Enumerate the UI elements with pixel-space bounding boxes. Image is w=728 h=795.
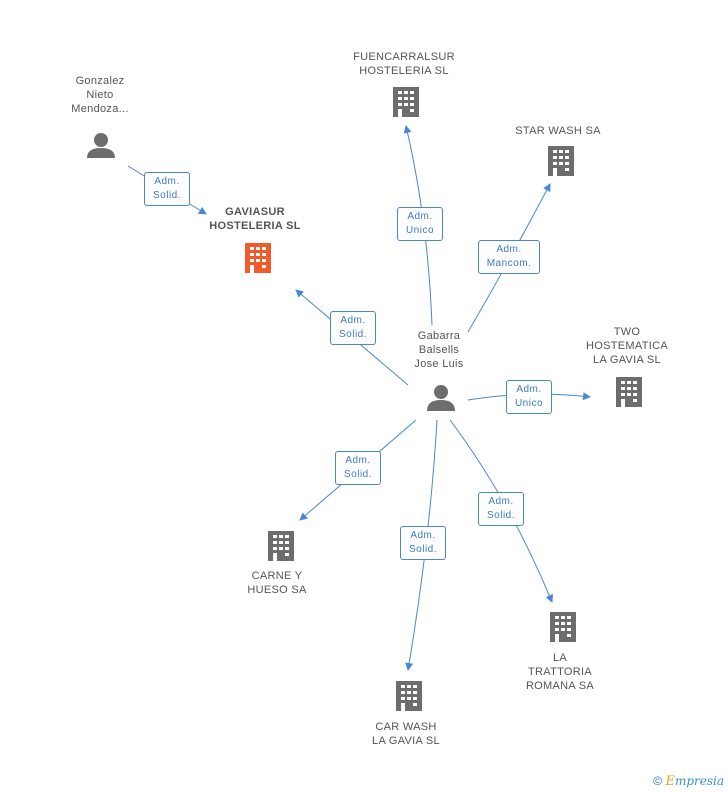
label-line: Gabarra bbox=[417, 330, 461, 342]
building-icon-gaviasur[interactable] bbox=[243, 241, 273, 275]
footer-brand: © Empresia bbox=[653, 774, 724, 789]
label-line: LA bbox=[552, 652, 568, 664]
brand-initial: E bbox=[665, 774, 675, 789]
relation-line: Mancom. bbox=[486, 258, 532, 269]
node-label-starwash[interactable]: STAR WASH SA bbox=[498, 124, 618, 138]
brand-name: mpresia bbox=[674, 774, 724, 788]
relation-line: Adm. bbox=[407, 211, 433, 222]
building-icon-carwash[interactable] bbox=[394, 679, 424, 713]
building-icon-carne[interactable] bbox=[266, 529, 296, 563]
label-line: HUESO SA bbox=[247, 584, 307, 596]
node-label-gabarra[interactable]: Gabarra Balsells Jose Luis bbox=[394, 329, 484, 371]
relation-box[interactable]: Adm. Solid. bbox=[335, 451, 381, 485]
relation-line: Solid. bbox=[152, 190, 181, 201]
relation-line: Solid. bbox=[343, 469, 372, 480]
node-label-gonzalez[interactable]: Gonzalez Nieto Mendoza... bbox=[55, 74, 145, 116]
building-icon-fuencarral[interactable] bbox=[391, 85, 421, 119]
label-line: Mendoza... bbox=[71, 103, 129, 115]
label-line: TWO bbox=[613, 326, 641, 338]
relation-box[interactable]: Adm. Unico bbox=[506, 380, 552, 414]
relation-line: Adm. bbox=[340, 315, 366, 326]
relation-line: Adm. bbox=[345, 455, 371, 466]
label-line: HOSTEMATICA bbox=[586, 340, 668, 352]
relation-box[interactable]: Adm. Solid. bbox=[144, 172, 190, 206]
label-line: TRATTORIA bbox=[527, 666, 593, 678]
relation-line: Solid. bbox=[338, 329, 367, 340]
node-label-carne[interactable]: CARNE Y HUESO SA bbox=[222, 569, 332, 597]
node-label-carwash[interactable]: CAR WASH LA GAVIA SL bbox=[351, 720, 461, 748]
building-icon-starwash[interactable] bbox=[546, 144, 576, 178]
label-line: Balsells bbox=[418, 344, 460, 356]
relation-line: Adm. bbox=[496, 244, 522, 255]
relation-line: Adm. bbox=[516, 384, 542, 395]
label-line: Jose Luis bbox=[414, 358, 464, 370]
label-line: HOSTELERIA SL bbox=[359, 65, 449, 77]
copyright-symbol: © bbox=[653, 774, 663, 788]
relation-box[interactable]: Adm. Solid. bbox=[330, 311, 376, 345]
relation-line: Adm. bbox=[488, 496, 514, 507]
relation-line: Solid. bbox=[486, 510, 515, 521]
relation-box[interactable]: Adm. Mancom. bbox=[478, 240, 540, 274]
node-label-gaviasur[interactable]: GAVIASUR HOSTELERIA SL bbox=[195, 205, 315, 233]
label-line: LA GAVIA SL bbox=[372, 735, 440, 747]
relation-line: Unico bbox=[405, 225, 435, 236]
relation-box[interactable]: Adm. Solid. bbox=[400, 526, 446, 560]
label-line: ROMANA SA bbox=[525, 680, 595, 692]
label-line: HOSTELERIA SL bbox=[209, 220, 301, 232]
node-label-two[interactable]: TWO HOSTEMATICA LA GAVIA SL bbox=[572, 325, 682, 367]
relation-box[interactable]: Adm. Solid. bbox=[478, 492, 524, 526]
relation-line: Adm. bbox=[154, 176, 180, 187]
label-line: Gonzalez bbox=[75, 75, 125, 87]
label-line: GAVIASUR bbox=[225, 206, 285, 218]
label-line: Nieto bbox=[86, 89, 114, 101]
building-icon-trattoria[interactable] bbox=[548, 610, 578, 644]
node-label-trattoria[interactable]: LA TRATTORIA ROMANA SA bbox=[505, 651, 615, 693]
label-line: STAR WASH SA bbox=[515, 125, 601, 137]
label-line: LA GAVIA SL bbox=[593, 354, 661, 366]
person-icon-gonzalez bbox=[87, 133, 115, 158]
label-line: CAR WASH bbox=[375, 721, 437, 733]
relation-box[interactable]: Adm. Unico bbox=[397, 207, 443, 241]
relation-line: Adm. bbox=[410, 530, 436, 541]
relation-line: Unico bbox=[514, 398, 544, 409]
label-line: FUENCARRALSUR bbox=[353, 51, 455, 63]
node-label-fuencarral[interactable]: FUENCARRALSUR HOSTELERIA SL bbox=[344, 50, 464, 78]
relation-line: Solid. bbox=[408, 544, 437, 555]
person-icon-gabarra bbox=[427, 385, 455, 411]
label-line: CARNE Y bbox=[251, 570, 303, 582]
building-icon-two[interactable] bbox=[614, 375, 644, 409]
